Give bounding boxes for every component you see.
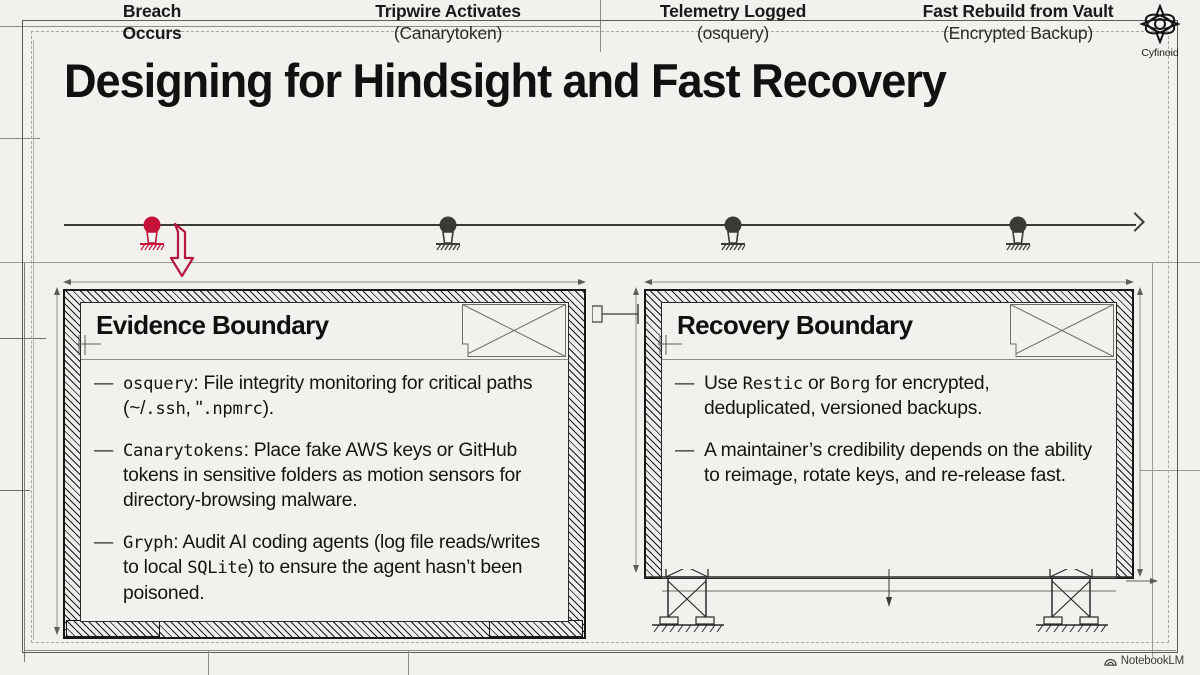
timeline-node-label: Tripwire Activates: [375, 1, 521, 21]
four-pointed-star-icon: [1139, 3, 1181, 45]
pin-support-marker-icon: [140, 216, 165, 251]
timeline-node-sublabel: (osquery): [696, 23, 770, 44]
timeline-node-label: Breach: [122, 1, 182, 21]
timeline-node-telemetry: Telemetry Logged (osquery): [583, 0, 883, 251]
bullet-text: Gryph: Audit AI coding agents (log file …: [123, 530, 554, 605]
bullet-fragment: ) to ensure the agent hasn’t been poison…: [123, 557, 523, 604]
code-token: Gryph: [123, 533, 174, 554]
panel-bullet-list: — osquery: File integrity monitoring for…: [94, 371, 554, 623]
panel-title: Recovery Boundary: [677, 310, 913, 340]
guide-line-vertical: [1152, 262, 1153, 657]
code-token: osquery: [123, 374, 194, 394]
structural-footing-detail: [644, 569, 1134, 633]
code-token: .npmrc: [202, 399, 263, 420]
slide-frame-outer: [22, 20, 1178, 653]
dimension-line-top: [63, 279, 586, 285]
bullet-fragment: Use: [704, 373, 743, 394]
list-item: — Gryph: Audit AI coding agents (log fil…: [94, 530, 554, 605]
panel-title: Evidence Boundary: [96, 310, 329, 340]
bullet-fragment: : Place fake AWS keys or GitHub tokens i…: [123, 440, 522, 512]
panel-recovery-boundary: Recovery Boundary — Use Restic or Borg f…: [633, 279, 1158, 639]
timeline-node-tripwire: Tripwire Activates (Canarytoken): [298, 0, 598, 251]
panel-base-slab-left: [66, 620, 160, 637]
panel-bullet-list: — Use Restic or Borg for encrypted, dedu…: [675, 371, 1102, 505]
bullet-dash: —: [675, 440, 695, 462]
dimension-line-right: [1137, 287, 1143, 577]
timeline-node-sublabel: (Encrypted Backup): [942, 23, 1094, 44]
leader-arrow-icon: [1126, 578, 1158, 584]
guide-line-horizontal: [596, 262, 1200, 263]
timeline: Breach Occurs Tripwire Activates (Canary…: [0, 0, 1200, 290]
guide-line-horizontal: [0, 490, 30, 491]
guide-line-horizontal: [0, 338, 46, 339]
timeline-axis: [64, 224, 1136, 226]
notebooklm-watermark: NotebookLM: [1104, 654, 1184, 667]
panel-content-area: Evidence Boundary — osquery: File integr…: [80, 302, 569, 622]
dimension-line-left: [633, 287, 639, 573]
notebooklm-label: NotebookLM: [1120, 654, 1184, 667]
connection-detail-icon: [77, 335, 101, 355]
timeline-node-breach: Breach Occurs: [2, 0, 302, 251]
list-item: — A maintainer’s credibility depends on …: [675, 438, 1102, 488]
brand-logo-label: Cyfinoid: [1141, 47, 1179, 59]
guide-line-horizontal: [1140, 470, 1200, 471]
panel-content-area: Recovery Boundary — Use Restic or Borg f…: [661, 302, 1117, 579]
breach-down-arrow-icon: [169, 222, 195, 278]
guide-line-horizontal: [0, 26, 600, 27]
dimension-line-top: [644, 279, 1134, 285]
x-brace-detail-icon: [462, 304, 566, 357]
bullet-fragment: ).: [262, 398, 275, 420]
slide-frame-inner-dashed: [31, 31, 1169, 643]
bullet-dash: —: [675, 373, 695, 394]
timeline-node-sublabel: (Canarytoken): [393, 23, 503, 44]
bullet-dash: —: [94, 532, 114, 554]
panel-base-slab-right: [489, 620, 583, 637]
guide-line-horizontal: [0, 138, 40, 139]
title-block-divider: [408, 650, 409, 675]
pin-support-marker-icon: [436, 216, 461, 251]
bullet-fragment: , ʺ: [185, 398, 203, 420]
bullet-fragment: or: [802, 373, 830, 394]
guide-line-vertical: [600, 0, 601, 36]
panel-evidence-boundary: Evidence Boundary — osquery: File integr…: [54, 279, 586, 639]
pin-support-marker-icon: [1006, 216, 1031, 251]
guide-line-vertical: [600, 36, 601, 52]
bullet-fragment: : Audit AI coding agents (log file reads…: [123, 532, 540, 579]
list-item: — osquery: File integrity monitoring for…: [94, 371, 554, 421]
bullet-text: Use Restic or Borg for encrypted, dedupl…: [704, 371, 1102, 421]
bullet-text: osquery: File integrity monitoring for c…: [123, 371, 554, 421]
guide-line-vertical: [24, 262, 25, 662]
wall-connection-detail-icon: [592, 304, 639, 324]
code-token: Restic: [742, 374, 804, 394]
brand-logo: Cyfinoid: [1128, 3, 1192, 59]
bullet-fragment: for encrypted, deduplicated, versioned b…: [704, 373, 990, 420]
code-token: .ssh: [145, 399, 186, 420]
bullet-text: Canarytokens: Place fake AWS keys or Git…: [123, 438, 554, 513]
title-block-line: [24, 650, 1176, 651]
code-token: Borg: [829, 374, 871, 394]
connection-detail-icon: [658, 335, 682, 355]
pin-support-marker-icon: [721, 216, 746, 251]
list-item: — Canarytokens: Place fake AWS keys or G…: [94, 438, 554, 513]
code-token: Canarytokens: [123, 441, 244, 462]
bullet-dash: —: [94, 440, 114, 462]
dimension-line-left: [54, 287, 60, 635]
guide-line-horizontal: [0, 262, 600, 263]
code-token: SQLite: [187, 558, 248, 579]
x-brace-detail-icon: [1010, 304, 1114, 357]
bullet-text: A maintainer’s credibility depends on th…: [704, 440, 1092, 487]
title-block-divider: [208, 650, 209, 675]
guide-line-dashed: [33, 40, 34, 640]
timeline-node-label-line2: Occurs: [122, 23, 182, 44]
panel-header: Recovery Boundary: [662, 303, 1116, 360]
timeline-node-label: Fast Rebuild from Vault: [922, 1, 1114, 21]
timeline-node-label: Telemetry Logged: [659, 1, 807, 21]
panel-header: Evidence Boundary: [81, 303, 568, 360]
bullet-fragment: : File integrity monitoring for critical…: [123, 373, 533, 420]
list-item: — Use Restic or Borg for encrypted, dedu…: [675, 371, 1102, 421]
bullet-dash: —: [94, 373, 114, 394]
timeline-node-rebuild: Fast Rebuild from Vault (Encrypted Backu…: [868, 0, 1168, 251]
page-title: Designing for Hindsight and Fast Recover…: [64, 54, 947, 107]
notebooklm-spiral-icon: [1104, 659, 1117, 666]
